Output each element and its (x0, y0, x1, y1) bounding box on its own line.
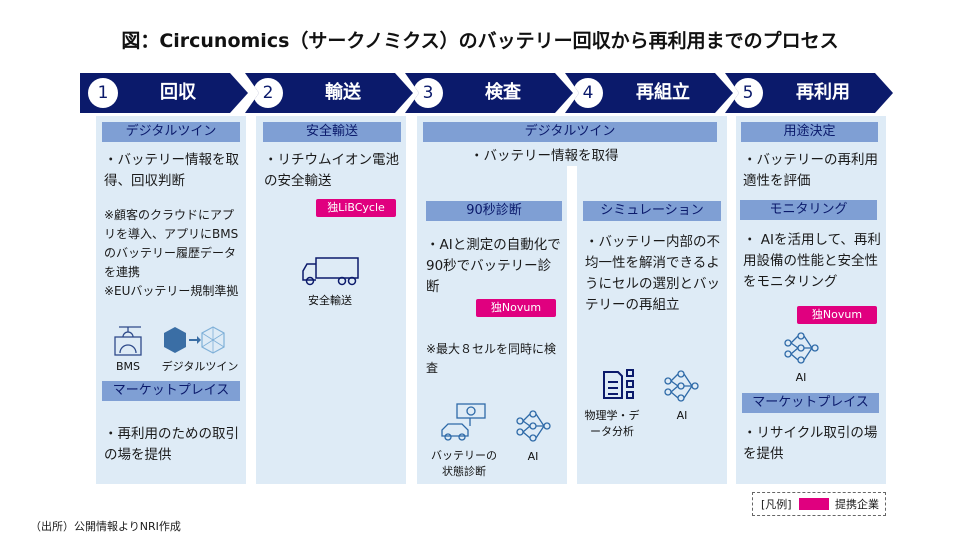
panel-reuse (736, 116, 886, 484)
text-use-decision: ・バッテリーの再利用適性を評価 (743, 152, 878, 189)
truck-label: 安全輸送 (308, 294, 352, 307)
text-digital-twin-shared: ・バッテリー情報を取得 (470, 148, 619, 164)
ai-network-icon (664, 370, 699, 402)
truck-icon (302, 257, 359, 286)
step-number: 5 (733, 78, 763, 108)
ai-label: AI (527, 450, 539, 463)
legend-item: 提携企業 (835, 498, 879, 511)
step-4: 4 再組立 (565, 73, 733, 113)
legend: [凡例] 提携企業 (752, 492, 886, 516)
digital-twin-icon (164, 326, 225, 354)
text-collection: ・バッテリー情報を取得、回収判断 (104, 152, 239, 189)
text-simulation: ・バッテリー内部の不均一性を解消できるようにセルの選別とバッテリーの再組立 (585, 234, 720, 313)
panel-reassembly (577, 116, 727, 484)
bms-icon (114, 326, 142, 356)
partner-badge-libcycle: 独LiBCycle (316, 199, 396, 217)
legend-label: [凡例] (761, 498, 792, 511)
header-90s-diagnosis: 90秒診断 (426, 201, 562, 221)
step-label: 回収 (160, 82, 196, 103)
step-number: 3 (413, 78, 443, 108)
page-title: 図：Circunomics（サークノミクス）のバッテリー回収から再利用までのプロ… (121, 30, 839, 52)
physics-data-label: 物理学・データ分析 (584, 409, 640, 438)
step-number: 1 (88, 78, 118, 108)
step-label: 再組立 (636, 82, 690, 103)
header-use-decision: 用途決定 (741, 122, 878, 142)
physics-data-icon (603, 369, 634, 399)
battery-diagnosis-label: バッテリーの状態診断 (431, 449, 497, 478)
text-recycling-trade: ・リサイクル取引の場を提供 (743, 425, 878, 462)
source-note: （出所）公開情報よりNRI作成 (30, 520, 181, 533)
step-number: 2 (253, 78, 283, 108)
text-transport: ・リチウムイオン電池の安全輸送 (264, 152, 399, 189)
ai-network-icon (784, 332, 819, 364)
header-digital-twin: デジタルツイン (102, 122, 240, 142)
text-monitoring: ・ AIを活用して、再利用設備の性能と安全性をモニタリング (743, 232, 881, 290)
header-monitoring: モニタリング (740, 200, 877, 220)
panel-collection (96, 116, 246, 484)
ai-label: AI (795, 371, 807, 384)
text-marketplace: ・再利用のための取引の場を提供 (104, 426, 239, 463)
note-diagnosis: ※最大８セルを同時に検査 (426, 342, 557, 375)
panel-transport (256, 116, 406, 484)
step-label: 検査 (485, 82, 521, 103)
note-collection: ※顧客のクラウドにアプリを導入、アプリにBMSのバッテリー履歴データを連携 ※E… (104, 208, 239, 298)
step-1: 1 回収 (80, 73, 248, 113)
partner-badge-novum: 独Novum (797, 306, 877, 324)
partner-badge-novum: 独Novum (476, 299, 556, 317)
step-2: 2 輸送 (245, 73, 413, 113)
step-5: 5 再利用 (725, 73, 893, 113)
step-label: 輸送 (325, 82, 361, 103)
header-marketplace: マーケットプレイス (102, 381, 240, 401)
step-label: 再利用 (796, 82, 850, 103)
bms-label: BMS (115, 360, 141, 373)
step-number: 4 (573, 78, 603, 108)
ai-network-icon (516, 410, 551, 442)
legend-swatch (799, 498, 829, 510)
text-diagnosis: ・AIと測定の自動化で90秒でバッテリー診断 (426, 237, 561, 295)
ai-label: AI (676, 409, 688, 422)
step-3: 3 検査 (405, 73, 573, 113)
header-marketplace: マーケットプレイス (742, 393, 879, 413)
header-safe-transport: 安全輸送 (263, 122, 401, 142)
battery-car-icon (441, 403, 486, 441)
header-simulation: シミュレーション (583, 201, 721, 221)
digital-twin-label: デジタルツイン (161, 360, 239, 373)
header-digital-twin-shared: デジタルツイン (423, 122, 717, 142)
